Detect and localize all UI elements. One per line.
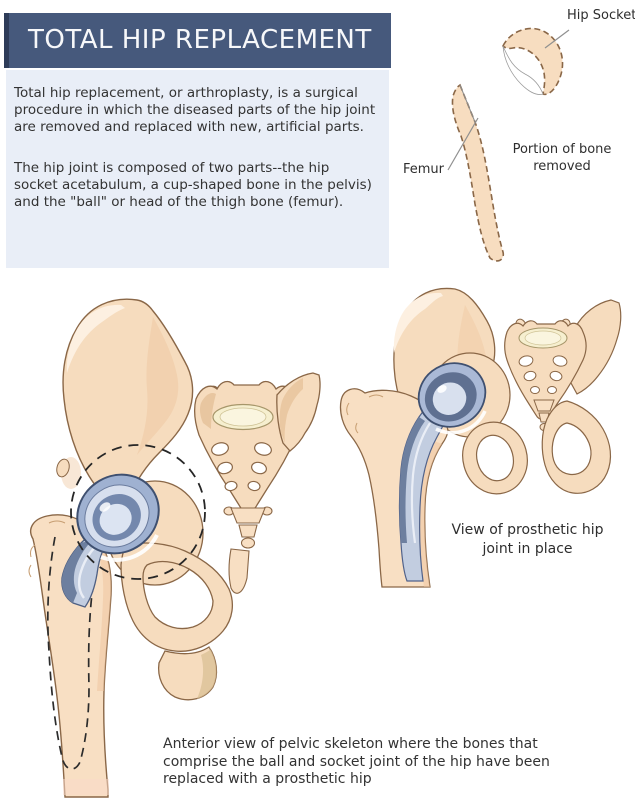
small-stem-dark-edge — [399, 417, 425, 543]
right-iliac-wing — [276, 372, 321, 452]
small-femur-shade — [418, 441, 442, 587]
iliac-crest-highlight — [66, 304, 125, 373]
small-prosthetic-stem — [398, 385, 454, 582]
pubic-fragment — [228, 548, 250, 594]
side-pelvis-figure — [339, 287, 622, 588]
stem-highlight — [78, 544, 98, 599]
ball-specular-highlight — [99, 502, 111, 512]
cup-liner-arc — [100, 534, 159, 562]
sacral-disc-inner — [219, 407, 267, 427]
small-ball-highlight — [437, 385, 447, 393]
portion-removed-note: Portion of bone removed — [512, 142, 612, 174]
intro-box: Total hip replacement, or arthroplasty, … — [6, 70, 389, 268]
femur-removed-shape — [451, 83, 505, 262]
sacrum-shade-left — [199, 393, 216, 429]
main-pelvis-figure — [28, 298, 321, 798]
femur-leader-line — [447, 117, 479, 171]
femur-shade — [97, 547, 112, 691]
title-banner: TOTAL HIP REPLACEMENT — [4, 13, 391, 68]
hip-socket-leader-line — [544, 29, 570, 49]
femur-cut-tint — [63, 779, 109, 795]
removed-bone-figure — [447, 27, 570, 262]
anterior-spine-bump — [56, 458, 70, 478]
joint-dashed-circle — [70, 444, 206, 580]
stem-dark-flange — [61, 540, 92, 603]
small-crest-highlight — [393, 292, 443, 353]
ilium-shade — [137, 317, 179, 455]
left-obturator-ring — [120, 542, 234, 701]
sacral-foramina — [211, 442, 272, 492]
small-stem-highlight — [410, 422, 431, 544]
side-figure-caption: View of prosthetic hip joint in place — [451, 522, 604, 557]
small-obturator-ring — [462, 421, 528, 495]
left-iliac-wing — [56, 298, 194, 506]
hip-socket-label: Hip Socket — [567, 8, 635, 23]
femur-cut-edge — [459, 84, 476, 123]
small-sacrum — [504, 318, 587, 431]
small-trochanter-texture — [346, 394, 384, 434]
tuberosity-shade — [197, 647, 217, 699]
prosthetic-cup — [76, 473, 160, 562]
trochanter-texture — [28, 520, 66, 578]
small-cup-liner-arc — [435, 410, 487, 435]
intro-paragraph-2: The hip joint is composed of two parts--… — [14, 160, 372, 210]
coccyx — [223, 506, 273, 549]
sacrum — [193, 380, 301, 594]
small-right-ischium-ring — [541, 400, 612, 494]
small-prosthetic-cup — [417, 362, 487, 435]
intro-paragraph-1: Total hip replacement, or arthroplasty, … — [14, 85, 376, 135]
femur-label: Femur — [403, 162, 445, 177]
hip-socket-inner-surface — [502, 45, 544, 95]
right-wing-shade — [279, 378, 303, 443]
page-title: TOTAL HIP REPLACEMENT — [28, 25, 372, 55]
main-figure-caption: Anterior view of pelvic skeleton where t… — [163, 736, 550, 787]
